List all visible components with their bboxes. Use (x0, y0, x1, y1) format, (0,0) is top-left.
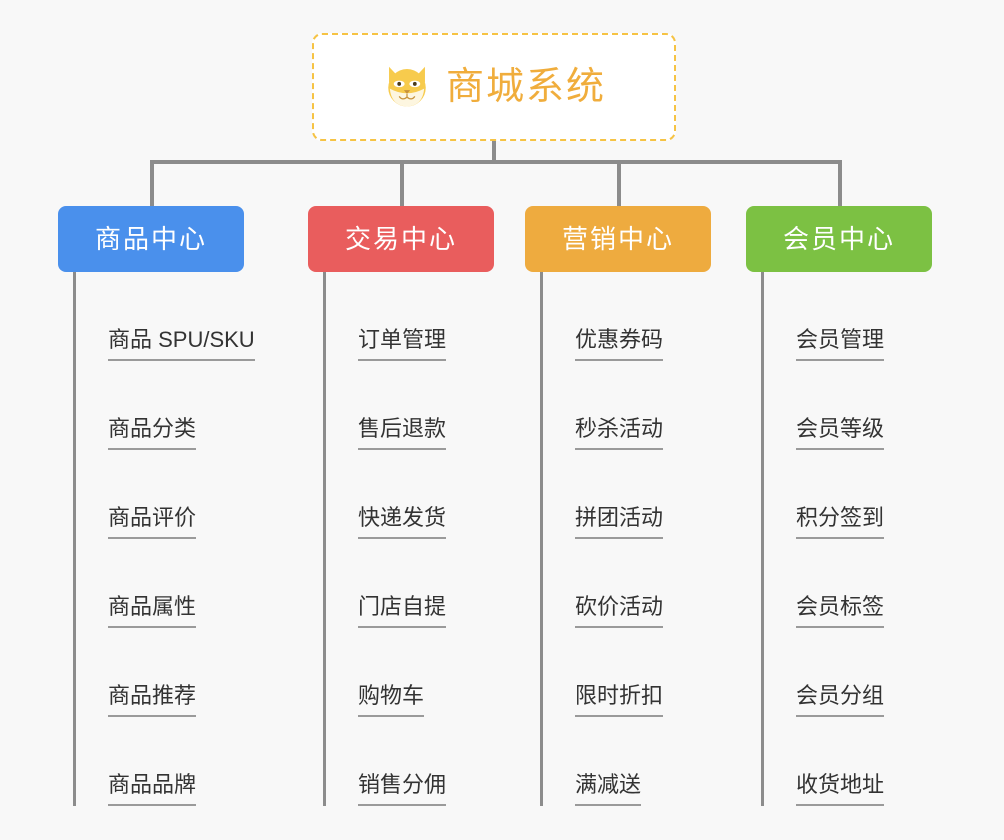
list-item[interactable]: 订单管理 (326, 272, 494, 361)
list-item[interactable]: 砍价活动 (543, 539, 711, 628)
leaf-label: 售后退款 (358, 416, 447, 450)
leaf-label: 拼团活动 (575, 505, 664, 539)
list-item[interactable]: 积分签到 (764, 450, 932, 539)
list-item[interactable]: 商品推荐 (76, 628, 244, 717)
list-item[interactable]: 商品分类 (76, 361, 244, 450)
leaf-label: 优惠券码 (575, 327, 664, 361)
leaf-label: 收货地址 (796, 772, 885, 806)
category-label-4: 会员中心 (782, 224, 895, 254)
category-label-2: 交易中心 (344, 224, 457, 254)
list-item[interactable]: 会员等级 (764, 361, 932, 450)
category-box-3[interactable]: 营销中心 (525, 206, 711, 272)
leaf-label: 积分签到 (796, 505, 885, 539)
list-item[interactable]: 秒杀活动 (543, 361, 711, 450)
list-item[interactable]: 会员分组 (764, 628, 932, 717)
branch-column-4: 会员中心 会员管理 会员等级 积分签到 会员标签 会员分组 收货地址 (746, 206, 932, 806)
leaf-label: 商品推荐 (108, 683, 197, 717)
connector-drop-1 (150, 160, 154, 207)
list-item[interactable]: 商品评价 (76, 450, 244, 539)
leaf-label: 销售分佣 (358, 772, 447, 806)
leaf-label: 商品评价 (108, 505, 197, 539)
branch-column-1: 商品中心 商品 SPU/SKU 商品分类 商品评价 商品属性 商品推荐 商品品牌 (58, 206, 255, 806)
list-item[interactable]: 销售分佣 (326, 717, 494, 806)
leaf-label: 秒杀活动 (575, 416, 664, 450)
leaf-label: 满减送 (575, 772, 642, 806)
shiba-dog-icon (388, 66, 426, 109)
list-item[interactable]: 快递发货 (326, 450, 494, 539)
list-item[interactable]: 限时折扣 (543, 628, 711, 717)
leaf-label: 会员分组 (796, 683, 885, 717)
leaf-label: 会员标签 (796, 594, 885, 628)
leaf-list-1: 商品 SPU/SKU 商品分类 商品评价 商品属性 商品推荐 商品品牌 (73, 272, 255, 806)
branch-column-2: 交易中心 订单管理 售后退款 快递发货 门店自提 购物车 销售分佣 (308, 206, 494, 806)
leaf-list-2: 订单管理 售后退款 快递发货 门店自提 购物车 销售分佣 (323, 272, 494, 806)
category-box-4[interactable]: 会员中心 (746, 206, 932, 272)
leaf-list-3: 优惠券码 秒杀活动 拼团活动 砍价活动 限时折扣 满减送 (540, 272, 711, 806)
leaf-label: 订单管理 (358, 327, 447, 361)
root-node[interactable]: 商城系统 (312, 33, 676, 141)
leaf-label: 快递发货 (358, 505, 447, 539)
leaf-label: 限时折扣 (575, 683, 664, 717)
leaf-label: 商品属性 (108, 594, 197, 628)
list-item[interactable]: 拼团活动 (543, 450, 711, 539)
category-box-2[interactable]: 交易中心 (308, 206, 494, 272)
leaf-label: 门店自提 (358, 594, 447, 628)
list-item[interactable]: 购物车 (326, 628, 494, 717)
list-item[interactable]: 优惠券码 (543, 272, 711, 361)
category-label-1: 商品中心 (94, 224, 207, 254)
list-item[interactable]: 商品品牌 (76, 717, 244, 806)
list-item[interactable]: 门店自提 (326, 539, 494, 628)
leaf-label: 购物车 (358, 683, 425, 717)
list-item[interactable]: 会员标签 (764, 539, 932, 628)
connector-drop-3 (617, 160, 621, 207)
root-title: 商城系统 (445, 66, 606, 108)
connector-horizontal-bar (150, 160, 842, 164)
category-label-3: 营销中心 (561, 224, 674, 254)
leaf-label: 商品 SPU/SKU (108, 327, 255, 361)
list-item[interactable]: 售后退款 (326, 361, 494, 450)
leaf-label: 会员管理 (796, 327, 885, 361)
category-box-1[interactable]: 商品中心 (58, 206, 244, 272)
branch-column-3: 营销中心 优惠券码 秒杀活动 拼团活动 砍价活动 限时折扣 满减送 (525, 206, 711, 806)
leaf-label: 会员等级 (796, 416, 885, 450)
leaf-list-4: 会员管理 会员等级 积分签到 会员标签 会员分组 收货地址 (761, 272, 932, 806)
leaf-label: 商品分类 (108, 416, 197, 450)
list-item[interactable]: 收货地址 (764, 717, 932, 806)
list-item[interactable]: 商品属性 (76, 539, 244, 628)
leaf-label: 商品品牌 (108, 772, 197, 806)
connector-drop-4 (838, 160, 842, 207)
list-item[interactable]: 满减送 (543, 717, 711, 806)
connector-stem (492, 141, 496, 163)
list-item[interactable]: 会员管理 (764, 272, 932, 361)
list-item[interactable]: 商品 SPU/SKU (76, 272, 255, 361)
connector-drop-2 (400, 160, 404, 207)
leaf-label: 砍价活动 (575, 594, 664, 628)
